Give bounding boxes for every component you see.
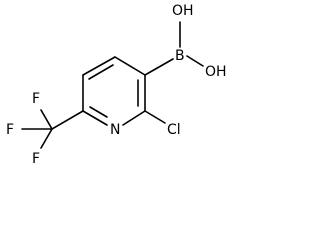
bond-cf3-f-top	[40, 109, 53, 130]
atom-fluorine-bottom: F	[32, 151, 40, 167]
atom-fluorine-top: F	[32, 91, 40, 107]
atom-chlorine: Cl	[167, 122, 181, 138]
atom-boron: B	[175, 48, 185, 64]
bond-c2-cl	[144, 110, 166, 124]
bond-c3-c4	[114, 56, 146, 76]
bond-c4-c5	[82, 56, 116, 76]
atom-nitrogen: N	[110, 122, 120, 138]
bond-c4-c5-double	[88, 64, 114, 80]
atom-oh-right: OH	[205, 64, 227, 80]
bond-b-oh-right	[186, 55, 204, 67]
bond-c3-b	[144, 58, 174, 76]
bond-c6-n-double	[89, 106, 108, 118]
bond-c6-cf3	[51, 110, 84, 130]
structure-diagram: OH B OH N Cl F F F	[6, 3, 227, 167]
atom-fluorine-left: F	[6, 122, 14, 138]
bond-c6-n	[82, 110, 108, 126]
atom-oh-top: OH	[172, 3, 194, 19]
bond-cf3-f-bottom	[40, 128, 53, 149]
bond-n-c2	[122, 110, 146, 126]
